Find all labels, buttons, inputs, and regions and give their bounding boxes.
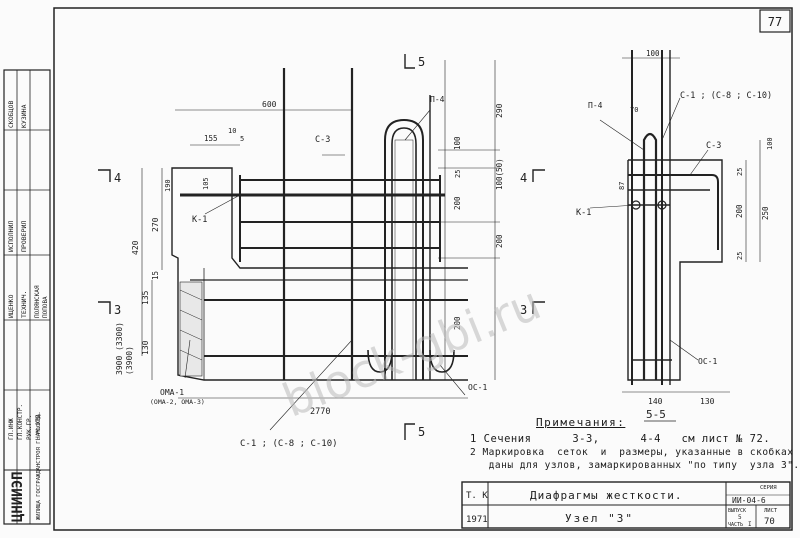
tb-title: Диафрагмы жесткости. xyxy=(530,489,682,502)
section-mark-4-left: 4 xyxy=(114,171,121,185)
sec-label-k1: К-1 xyxy=(576,208,591,218)
tb-subtitle: Узел "3" xyxy=(565,512,634,525)
stamp-row-5: ИЦЕНКО xyxy=(7,294,15,318)
label-c1: С-1 ; (С-8 ; С-10) xyxy=(240,439,338,449)
tb-part-label: ЧАСТЬ xyxy=(728,522,743,528)
stamp-org-text: ЖИЛИЩА ГОСГРАЖДАНСТРОЯ Г. МОСКВА xyxy=(36,413,42,520)
tb-part: I xyxy=(748,521,752,528)
section-mark-3-right: 3 xyxy=(520,303,527,317)
dim-155: 155 xyxy=(204,134,218,143)
tb-series: ИИ-04-6 xyxy=(732,496,766,505)
sec-dim-25b: 25 xyxy=(736,252,744,260)
section-5-5-annotations: 100 70 100 25 200 250 25 87 140 130 П-4 … xyxy=(576,49,774,422)
tb-series-label: СЕРИЯ xyxy=(760,485,777,491)
elevation-annotations: 600 155 10 5 105 190 270 420 15 135 130 … xyxy=(114,55,527,449)
dim-420: 420 xyxy=(131,240,140,255)
stamp-row-7: ПОЛЯНСКАЯ xyxy=(34,285,41,318)
notes-line-3: даны для узлов, замаркированных "по типу… xyxy=(470,460,800,471)
page-number: 77 xyxy=(768,15,782,29)
sec-dim-70: 70 xyxy=(630,106,638,114)
tb-tk: Т. К xyxy=(466,491,488,501)
dim-15: 15 xyxy=(151,271,160,280)
sec-label-oc1: ОС-1 xyxy=(698,357,717,366)
dim-100a: 100 xyxy=(453,136,462,150)
notes-title: Примечания: xyxy=(536,416,626,429)
dim-3900b: (3900) xyxy=(125,346,134,375)
stamp-row-4: ПРОВЕРИЛ xyxy=(20,221,28,252)
dim-2770: 2770 xyxy=(310,407,330,417)
notes-line-1: 1 Сечения 3-3, 4-4 см лист № 72. xyxy=(470,433,771,445)
sec-dim-87: 87 xyxy=(618,182,626,190)
sheet-frame xyxy=(53,7,793,531)
stamp-row-12: НАЧ.ОТД. xyxy=(35,411,42,440)
dim-290: 290 xyxy=(495,103,504,118)
tb-year: 1971 xyxy=(466,515,488,525)
label-oma1: ОМА-1 xyxy=(160,388,184,397)
label-oc1: ОС-1 xyxy=(468,383,487,392)
dim-5: 5 xyxy=(240,135,244,143)
stamp-row-6: ТЕХНИЧ. xyxy=(20,291,28,318)
dim-25a: 25 xyxy=(454,170,462,178)
section-5-5 xyxy=(589,50,761,393)
stamp-row-8: ПОПОВА xyxy=(42,296,49,318)
section-mark-5-bottom: 5 xyxy=(418,425,425,439)
sec-dim-140: 140 xyxy=(648,397,663,406)
stamp-row-2: КУЗИНА xyxy=(20,104,28,128)
dim-190: 190 xyxy=(164,179,172,192)
dim-105: 105 xyxy=(202,177,210,190)
section-mark-5-top: 5 xyxy=(418,55,425,69)
stamp-row-10: ГЛ.КОНСТР. xyxy=(17,404,24,440)
side-stamp: СКОБЦОВ КУЗИНА ИСПОЛНИЛ ПРОВЕРИЛ ИЦЕНКО … xyxy=(3,69,51,525)
title-block xyxy=(461,481,791,529)
dim-270: 270 xyxy=(151,217,160,232)
sec-label-c1: С-1 ; (С-8 ; С-10) xyxy=(680,91,772,101)
tb-sheet: 70 xyxy=(764,517,775,527)
page-number-box xyxy=(759,9,791,33)
sec-dim-25a: 25 xyxy=(736,168,744,176)
label-k1: К-1 xyxy=(192,215,207,225)
tb-issue: 5 xyxy=(738,514,742,521)
stamp-row-3: ИСПОЛНИЛ xyxy=(7,221,15,252)
dim-200c: 200 xyxy=(453,316,462,330)
sec-dim-130: 130 xyxy=(700,397,715,406)
label-oma-sub: (ОМА-2, ОМА-3) xyxy=(150,398,205,406)
dim-10: 10 xyxy=(228,127,236,135)
label-c3: С-3 xyxy=(315,135,330,145)
dim-135: 135 xyxy=(141,290,150,305)
dim-200a: 200 xyxy=(453,196,462,210)
section-mark-4-right: 4 xyxy=(520,171,527,185)
sec-label-c3: С-3 xyxy=(706,141,721,151)
dim-100b: 100(50) xyxy=(495,158,504,190)
stamp-row-9: ГЛ.ИНЖ xyxy=(8,418,15,440)
sec-dim-250: 250 xyxy=(761,206,770,220)
sec-dim-100-side: 100 xyxy=(766,137,774,150)
view-title-5-5: 5-5 xyxy=(646,408,666,421)
elevation-view xyxy=(98,54,545,440)
tb-sheet-label: ЛИСТ xyxy=(764,508,778,514)
dim-200b: 200 xyxy=(495,234,504,248)
notes-line-2: 2 Маркировка сеток и размеры, указанные … xyxy=(470,447,794,458)
sec-label-p4: П-4 xyxy=(588,101,603,110)
stamp-row-1: СКОБЦОВ xyxy=(7,101,15,128)
section-mark-3-left: 3 xyxy=(114,303,121,317)
label-p4: П-4 xyxy=(430,95,445,104)
tb-issue-label: ВЫПУСК xyxy=(728,508,746,514)
title-block-text: Т. К 1971 Диафрагмы жесткости. Узел "3" … xyxy=(466,485,778,528)
sec-dim-100-top: 100 xyxy=(646,49,660,58)
dim-130: 130 xyxy=(141,340,150,355)
dim-3900: 3900 (3300) xyxy=(115,322,124,375)
stamp-row-11: РУК.ГР. xyxy=(26,415,33,440)
sec-dim-200: 200 xyxy=(735,204,744,218)
watermark: block-gbi.ru xyxy=(275,276,548,428)
dim-600: 600 xyxy=(262,100,277,109)
stamp-org-logo: ЦНИИЭП xyxy=(10,471,26,522)
